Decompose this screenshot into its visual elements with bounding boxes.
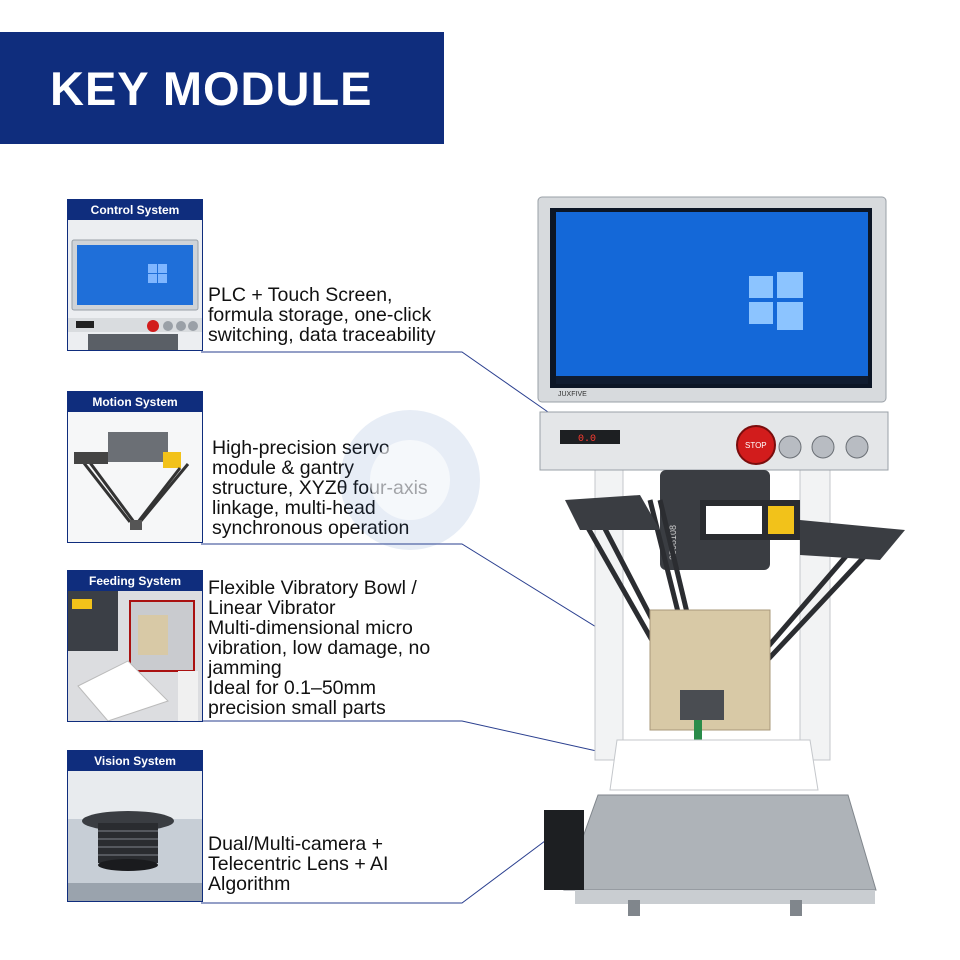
monitor-screen bbox=[556, 212, 868, 384]
monitor-brand: JUXFIVE bbox=[558, 391, 587, 398]
page-title: KEY MODULE bbox=[50, 61, 373, 115]
motion-system-card: Motion System bbox=[67, 391, 203, 543]
control-system-card: Control System bbox=[67, 199, 203, 351]
frame-left-column bbox=[594, 439, 624, 761]
header-banner: KEY MODULE bbox=[0, 32, 444, 144]
vision-system-description: Dual/Multi-camera + Telecentric Lens + A… bbox=[208, 833, 389, 895]
feeding-system-card: Feeding System bbox=[67, 570, 203, 722]
emergency-stop-button bbox=[736, 425, 776, 465]
parts-tray bbox=[609, 739, 819, 791]
vision-system-label: Vision System bbox=[68, 751, 202, 771]
vision-system-card: Vision System bbox=[67, 750, 203, 902]
base-plate bbox=[563, 794, 877, 891]
motion-system-label: Motion System bbox=[68, 392, 202, 412]
stop-button-mini bbox=[147, 320, 159, 332]
counter-display: 0.0 bbox=[578, 434, 596, 445]
feeding-system-description: Flexible Vibratory Bowl / Linear Vibrato… bbox=[208, 577, 431, 719]
control-system-photo bbox=[68, 220, 202, 350]
lens-icon bbox=[98, 823, 158, 863]
feeding-system-photo bbox=[68, 591, 202, 721]
control-system-label: Control System bbox=[68, 200, 202, 220]
stop-label: STOP bbox=[745, 441, 767, 450]
arm-label: 2508108 bbox=[668, 525, 678, 560]
control-system-description: PLC + Touch Screen, formula storage, one… bbox=[208, 284, 436, 346]
motion-system-photo bbox=[68, 412, 202, 542]
feeding-system-label: Feeding System bbox=[68, 571, 202, 591]
windows-logo-icon bbox=[749, 272, 803, 330]
vision-system-photo bbox=[68, 771, 202, 901]
